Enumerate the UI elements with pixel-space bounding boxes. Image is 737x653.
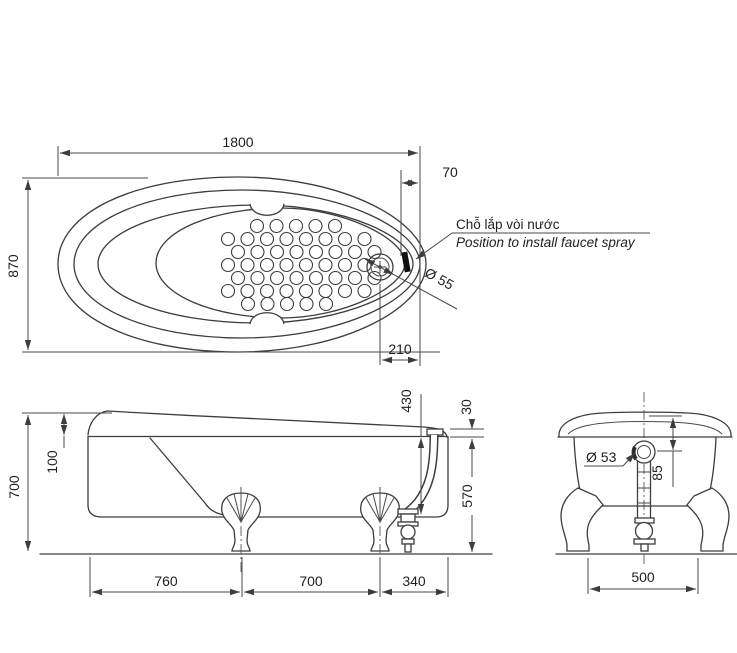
dim-foot-span-left: 760 <box>154 573 178 589</box>
anti-slip-dot <box>328 244 343 260</box>
anti-slip-dot <box>327 218 343 234</box>
dim-drain-offset: 210 <box>388 341 412 357</box>
anti-slip-dot <box>298 283 314 299</box>
anti-slip-dot <box>318 231 333 247</box>
overflow-diameter-callout: Ø 53 <box>584 449 636 467</box>
anti-slip-dot <box>347 270 363 286</box>
anti-slip-dot <box>367 244 382 260</box>
dim-total-height: 700 <box>6 475 22 499</box>
anti-slip-dot <box>357 231 372 247</box>
anti-slip-dot <box>308 218 323 234</box>
side-interior-slope <box>149 437 233 517</box>
dim-top-length: 1800 <box>222 134 253 150</box>
anti-slip-dot <box>337 283 353 299</box>
anti-slip-dot <box>259 231 275 247</box>
anti-slip-dot <box>260 296 275 312</box>
anti-slip-dot <box>308 244 324 260</box>
end-overflow-pipe <box>631 440 656 552</box>
anti-slip-dot <box>249 218 265 234</box>
dim-overflow-diameter: Ø 53 <box>586 449 617 465</box>
faucet-label-vi: Chỗ lắp vòi nước <box>456 217 560 232</box>
anti-slip-dot <box>240 231 255 247</box>
anti-slip-dot <box>279 283 294 299</box>
side-rim-profile <box>87 410 448 438</box>
dim-faucet-offset: 70 <box>442 164 458 180</box>
dim-faucet-diameter: Ø 55 <box>422 264 456 293</box>
anti-slip-dot <box>367 270 382 286</box>
anti-slip-dot <box>279 257 294 273</box>
anti-slip-dots <box>220 218 382 312</box>
dim-top-width: 870 <box>5 254 21 278</box>
end-leg-left <box>560 487 604 552</box>
faucet-position-marker <box>401 251 411 273</box>
dim-rim-lip: 30 <box>458 399 474 415</box>
grip-bump-top <box>249 203 285 216</box>
tub-outer-contour <box>57 176 427 353</box>
anti-slip-dot <box>250 270 265 286</box>
anti-slip-dot <box>279 231 294 247</box>
anti-slip-dot <box>289 244 304 260</box>
anti-slip-dot <box>299 296 314 312</box>
anti-slip-dot <box>220 231 236 247</box>
top-view: 1800 870 70 210 Chỗ lắp vòi nước Positio… <box>5 134 650 366</box>
anti-slip-dot <box>318 257 333 273</box>
anti-slip-dot <box>288 218 304 234</box>
anti-slip-dot <box>337 231 353 247</box>
anti-slip-dot <box>347 244 363 260</box>
anti-slip-dot <box>240 283 255 299</box>
anti-slip-dot <box>318 296 334 312</box>
tub-contour-3 <box>97 204 414 324</box>
anti-slip-dot <box>318 283 333 299</box>
end-view: Ø 53 85 500 <box>555 392 737 594</box>
anti-slip-dot <box>269 244 285 260</box>
side-drain-pipe <box>397 428 444 553</box>
dim-inner-depth: 430 <box>398 389 414 413</box>
anti-slip-dot <box>279 296 295 312</box>
end-leg-right <box>686 487 730 552</box>
anti-slip-dot <box>308 270 324 286</box>
anti-slip-dot <box>337 257 353 273</box>
dim-base-width: 500 <box>631 569 655 585</box>
dim-overflow-offset: 85 <box>649 465 665 481</box>
anti-slip-dot <box>259 283 275 299</box>
end-rim <box>558 411 732 438</box>
dim-skirt-height: 570 <box>459 484 475 508</box>
anti-slip-dot <box>328 270 343 286</box>
dim-rim-height: 100 <box>44 450 60 474</box>
faucet-callout: Chỗ lắp vòi nước Position to install fau… <box>415 217 650 260</box>
anti-slip-dot <box>298 257 314 273</box>
anti-slip-dot <box>357 283 372 299</box>
faucet-label-en: Position to install faucet spray <box>456 235 636 250</box>
anti-slip-dot <box>240 257 255 273</box>
anti-slip-dot <box>298 231 314 247</box>
anti-slip-dot <box>220 257 236 273</box>
anti-slip-dot <box>259 257 275 273</box>
anti-slip-dot <box>230 270 246 286</box>
dim-foot-span-right: 340 <box>402 573 426 589</box>
end-body <box>573 437 717 507</box>
grip-bump-bottom <box>249 312 285 325</box>
dim-foot-span-mid: 700 <box>299 573 323 589</box>
anti-slip-dot <box>220 283 236 299</box>
anti-slip-dot <box>250 244 265 260</box>
anti-slip-dot <box>289 270 304 286</box>
side-body <box>87 436 449 518</box>
anti-slip-dot <box>240 296 256 312</box>
anti-slip-dot <box>269 218 284 234</box>
anti-slip-dot <box>230 244 246 260</box>
anti-slip-dot <box>269 270 285 286</box>
faucet-diameter-callout: Ø 55 <box>364 258 458 310</box>
side-view: 700 100 430 30 570 760 700 340 <box>6 389 493 597</box>
